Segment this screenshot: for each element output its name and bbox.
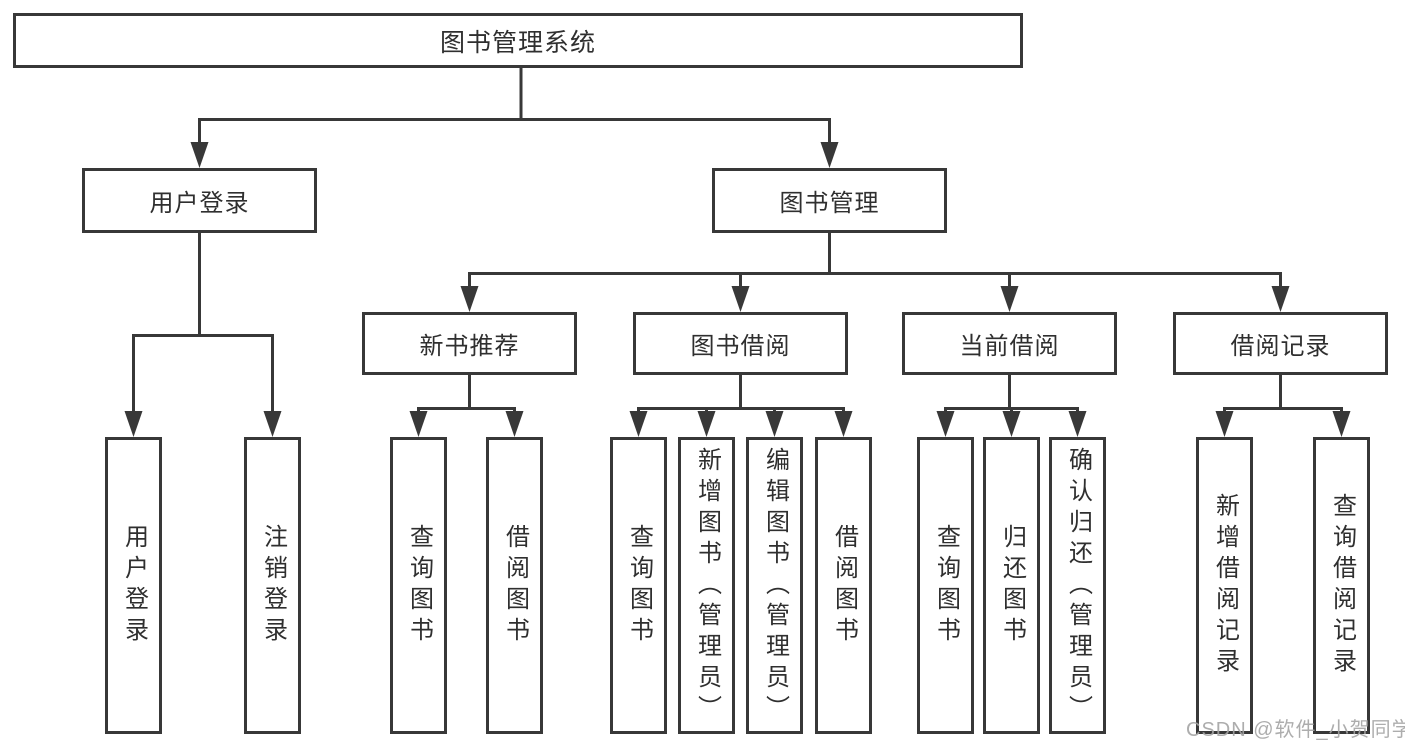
node-current-borrow: 当前借阅 [902,312,1117,375]
leaf-label: 归还图书 [998,523,1026,648]
node-label: 当前借阅 [959,333,1060,360]
leaf-label: 查询图书 [405,523,433,648]
node-label: 用户登录 [149,190,250,217]
node-label: 图书管理 [779,190,880,217]
connector-mgmt-groups [460,232,1290,312]
connector-records-children [1215,374,1351,437]
leaf-label: 注销登录 [259,523,287,648]
leaf-label: 借阅图书 [501,523,529,648]
node-label: 图书借阅 [690,333,791,360]
leaf-label: 查询图书 [625,523,653,648]
leaf-label: 编辑图书（管理员） [761,447,789,726]
leaf-confirm-return-admin: 确认归还（管理员） [1049,437,1106,734]
leaf-query-book-recommend: 查询图书 [390,437,447,734]
node-label: 新书推荐 [419,333,520,360]
leaf-label: 新增借阅记录 [1211,492,1239,679]
leaf-add-book-admin: 新增图书（管理员） [678,437,735,734]
node-book-management: 图书管理 [712,168,947,233]
leaf-user-login: 用户登录 [105,437,162,734]
node-new-book-recommend: 新书推荐 [362,312,577,375]
leaf-label: 查询借阅记录 [1328,492,1356,679]
leaf-label: 查询图书 [932,523,960,648]
node-borrow-records: 借阅记录 [1173,312,1388,375]
leaf-query-book-borrow: 查询图书 [610,437,667,734]
leaf-label: 新增图书（管理员） [693,447,721,726]
connector-newbook-children [409,374,524,437]
leaf-borrow-book: 借阅图书 [815,437,872,734]
leaf-edit-book-admin: 编辑图书（管理员） [746,437,803,734]
leaf-query-book-current: 查询图书 [917,437,974,734]
leaf-label: 借阅图书 [830,523,858,648]
leaf-return-book: 归还图书 [983,437,1040,734]
node-label: 借阅记录 [1230,333,1331,360]
node-user-login: 用户登录 [82,168,317,233]
connector-current-children [936,374,1087,437]
leaf-borrow-book-recommend: 借阅图书 [486,437,543,734]
leaf-query-borrow-record: 查询借阅记录 [1313,437,1370,734]
connector-borrow-children [629,374,853,437]
connector-login-children [124,232,282,437]
leaf-label: 用户登录 [120,523,148,648]
node-label: 图书管理系统 [439,28,596,57]
watermark: CSDN @软件_小贺同学 [1186,719,1405,741]
node-book-borrow: 图书借阅 [633,312,848,375]
leaf-label: 确认归还（管理员） [1064,447,1092,726]
node-library-management-system: 图书管理系统 [13,13,1023,68]
connector-root-to-level2 [190,65,839,168]
leaf-logout: 注销登录 [244,437,301,734]
leaf-add-borrow-record: 新增借阅记录 [1196,437,1253,734]
